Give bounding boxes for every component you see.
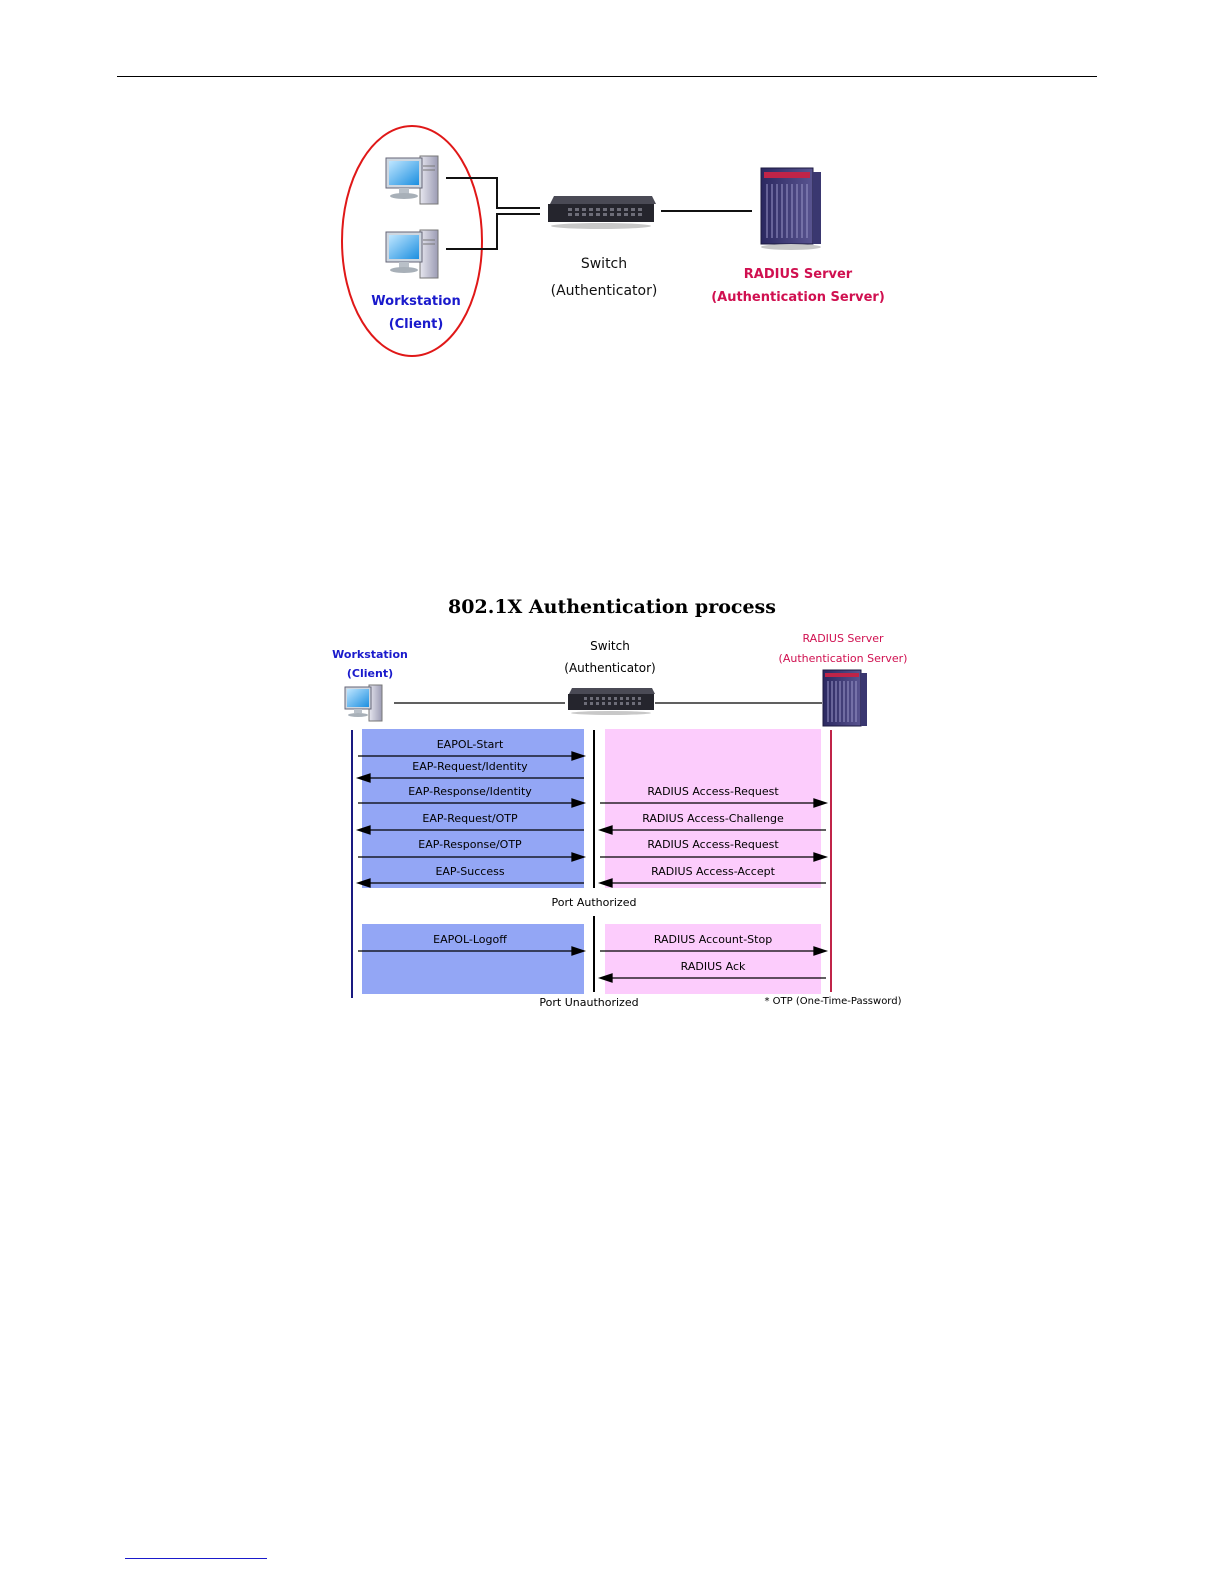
- seq-client-sublabel: (Client): [346, 667, 394, 680]
- client-label: Workstation: [371, 294, 461, 309]
- msg-eapol-logoff: EAPOL-Logoff: [433, 933, 507, 946]
- msg-radius-access-request-2: RADIUS Access-Request: [647, 838, 779, 851]
- workstation-icon: [385, 229, 439, 279]
- msg-radius-access-accept: RADIUS Access-Accept: [651, 865, 775, 878]
- header-rule: [117, 76, 1097, 77]
- msg-eapol-start: EAPOL-Start: [436, 738, 504, 751]
- msg-eap-success: EAP-Success: [435, 865, 505, 878]
- otp-footnote: * OTP (One-Time-Password): [764, 996, 902, 1007]
- msg-radius-access-challenge: RADIUS Access-Challenge: [642, 812, 784, 825]
- radius-label: RADIUS Server: [743, 267, 853, 282]
- radius-server-icon: [760, 167, 821, 250]
- msg-eap-request-otp: EAP-Request/OTP: [422, 812, 518, 825]
- radius-server-icon: [822, 669, 867, 727]
- topology-links: [446, 177, 752, 250]
- seq-radius-sublabel: (Authentication Server): [778, 652, 908, 665]
- seq-switch-sublabel: (Authenticator): [564, 661, 656, 675]
- msg-radius-ack: RADIUS Ack: [680, 960, 746, 973]
- port-authorized-label: Port Authorized: [551, 896, 637, 909]
- radius-sublabel: (Authentication Server): [711, 290, 885, 305]
- seq-client-label: Workstation: [332, 648, 408, 661]
- topology-diagram: [341, 125, 821, 357]
- server-arrows: [597, 798, 829, 983]
- port-unauthorized-label: Port Unauthorized: [539, 996, 639, 1009]
- client-sublabel: (Client): [388, 317, 444, 332]
- client-arrows: [355, 751, 587, 956]
- server-band-authorized: [605, 729, 821, 888]
- msg-eap-response-otp: EAP-Response/OTP: [418, 838, 522, 851]
- client-group-ellipse: [341, 125, 483, 357]
- switch-label: Switch: [580, 256, 628, 272]
- msg-eap-request-identity: EAP-Request/Identity: [412, 760, 528, 773]
- msg-radius-account-stop: RADIUS Account-Stop: [653, 933, 773, 946]
- workstation-icon: [385, 155, 439, 205]
- workstation-icon: [344, 684, 383, 722]
- msg-eap-response-identity: EAP-Response/Identity: [408, 785, 532, 798]
- msg-radius-access-request: RADIUS Access-Request: [647, 785, 779, 798]
- switch-icon: [548, 196, 656, 229]
- seq-switch-label: Switch: [590, 639, 630, 653]
- switch-icon: [568, 688, 655, 715]
- footer-link-underline: [125, 1558, 267, 1559]
- seq-radius-label: RADIUS Server: [802, 632, 884, 645]
- switch-sublabel: (Authenticator): [550, 283, 658, 299]
- client-band-logoff: [362, 924, 584, 994]
- server-band-logoff: [605, 924, 821, 994]
- process-title: 802.1X Authentication process: [448, 596, 776, 618]
